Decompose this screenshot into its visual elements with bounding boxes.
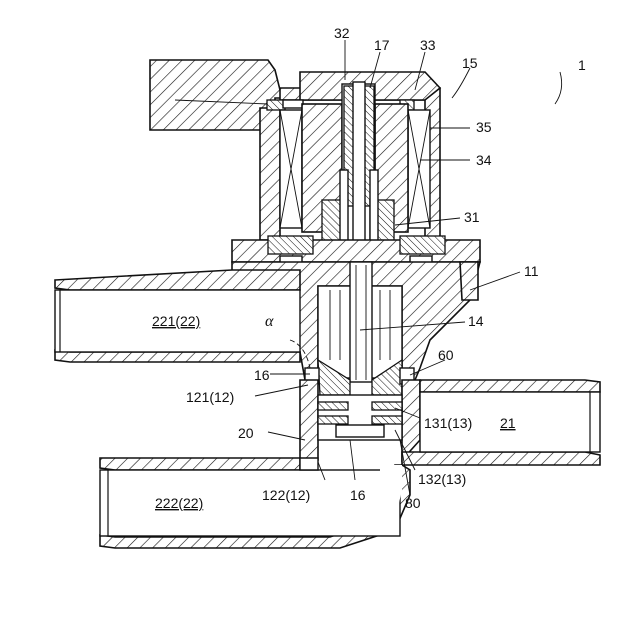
label-31: 31 <box>464 209 480 225</box>
plunger-rod-top <box>353 82 365 252</box>
seal-left <box>267 100 285 110</box>
label-131: 131(13) <box>424 415 472 431</box>
label-34: 34 <box>476 152 492 168</box>
label-14: 14 <box>468 313 484 329</box>
label-20: 20 <box>238 425 254 441</box>
label-35: 35 <box>476 119 492 135</box>
label-32: 32 <box>334 25 350 41</box>
label-60: 60 <box>438 347 454 363</box>
label-80: 80 <box>405 495 421 511</box>
slot-right <box>370 170 378 245</box>
label-122: 122(12) <box>262 487 310 503</box>
label-222: 222(22) <box>155 495 203 511</box>
label-1: 1 <box>578 57 586 73</box>
gasket-right <box>400 236 445 254</box>
gasket-left <box>268 236 313 254</box>
spring-plate-left <box>318 402 348 410</box>
label-121: 121(12) <box>186 389 234 405</box>
gap-ring <box>283 100 303 108</box>
label-17: 17 <box>374 37 390 53</box>
lower-cylinder-right <box>402 380 420 460</box>
shaft <box>350 262 372 382</box>
right-pipe-wall-top <box>420 380 600 392</box>
label-16-lower: 16 <box>350 487 366 503</box>
label-221: 221(22) <box>152 313 200 329</box>
upper-pipe-wall-top <box>55 270 300 290</box>
label-alpha: α <box>265 313 274 330</box>
slot-left <box>340 170 348 245</box>
label-16-upper: 16 <box>254 367 270 383</box>
lower-cylinder-left <box>300 380 318 460</box>
right-pipe-wall-bottom <box>402 452 600 465</box>
label-132: 132(13) <box>418 471 466 487</box>
label-33: 33 <box>420 37 436 53</box>
label-11: 11 <box>524 263 539 279</box>
body-ear <box>460 262 478 300</box>
lower-pipe-wall-top <box>100 458 300 470</box>
label-21: 21 <box>500 415 516 431</box>
piston-foot <box>336 425 384 437</box>
label-15: 15 <box>462 55 478 71</box>
